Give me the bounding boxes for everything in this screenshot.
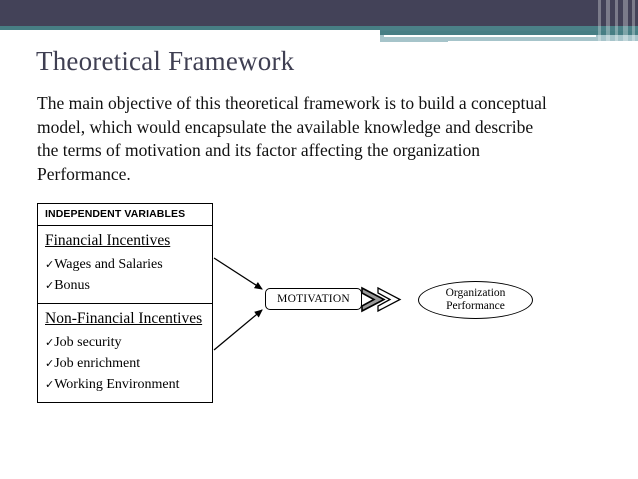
outcome-line-2: Performance	[446, 300, 505, 312]
list-item-label: Working Environment	[54, 377, 180, 392]
arrow-financial-to-motivation	[213, 257, 263, 290]
check-icon: ✓	[45, 378, 55, 391]
header-accent-teal	[380, 26, 638, 31]
list-item: ✓Wages and Salaries	[45, 254, 206, 275]
list-item: ✓Bonus	[45, 275, 206, 296]
check-icon: ✓	[45, 258, 55, 271]
outcome-line-1: Organization	[445, 286, 506, 299]
header-vertical-stripe	[623, 0, 628, 44]
list-item: ✓Working Environment	[45, 374, 206, 395]
header-vertical-stripe	[606, 0, 610, 44]
list-item-label: Job security	[54, 335, 122, 350]
list-item-label: Bonus	[54, 278, 91, 293]
list-item: ✓Job enrichment	[45, 353, 206, 374]
table-header-independent-variables: INDEPENDENT VARIABLES	[38, 204, 212, 226]
check-icon: ✓	[45, 336, 55, 349]
header-vertical-stripe	[632, 0, 635, 44]
table-section-non-financial: Non-Financial Incentives ✓Job security ✓…	[38, 303, 212, 402]
header-vertical-stripe	[615, 0, 618, 44]
slide-body-text: The main objective of this theoretical f…	[37, 93, 547, 184]
header-band-dark	[0, 0, 638, 26]
motivation-node: MOTIVATION	[265, 288, 362, 310]
check-icon: ✓	[45, 357, 55, 370]
arrow-nonfinancial-to-motivation	[213, 309, 263, 351]
slide-title: Theoretical Framework	[36, 46, 295, 76]
section-title: Financial Incentives	[45, 232, 171, 249]
header-vertical-stripe	[598, 0, 601, 44]
header-rule-white-bottom	[448, 41, 638, 44]
list-item: ✓Job security	[45, 332, 206, 353]
chevron-motivation-to-outcome	[361, 286, 402, 313]
section-title: Non-Financial Incentives	[45, 310, 203, 327]
check-icon: ✓	[45, 279, 55, 292]
table-section-financial: Financial Incentives ✓Wages and Salaries…	[38, 226, 212, 303]
organization-performance-node: Organization Performance	[418, 281, 533, 319]
header-mask-lower	[0, 35, 380, 44]
header-mask-upper	[0, 30, 380, 35]
list-item-label: Wages and Salaries	[54, 257, 163, 272]
independent-variables-table: INDEPENDENT VARIABLES Financial Incentiv…	[37, 203, 213, 403]
header-rule-white-top	[384, 35, 596, 37]
list-item-label: Job enrichment	[54, 356, 141, 371]
